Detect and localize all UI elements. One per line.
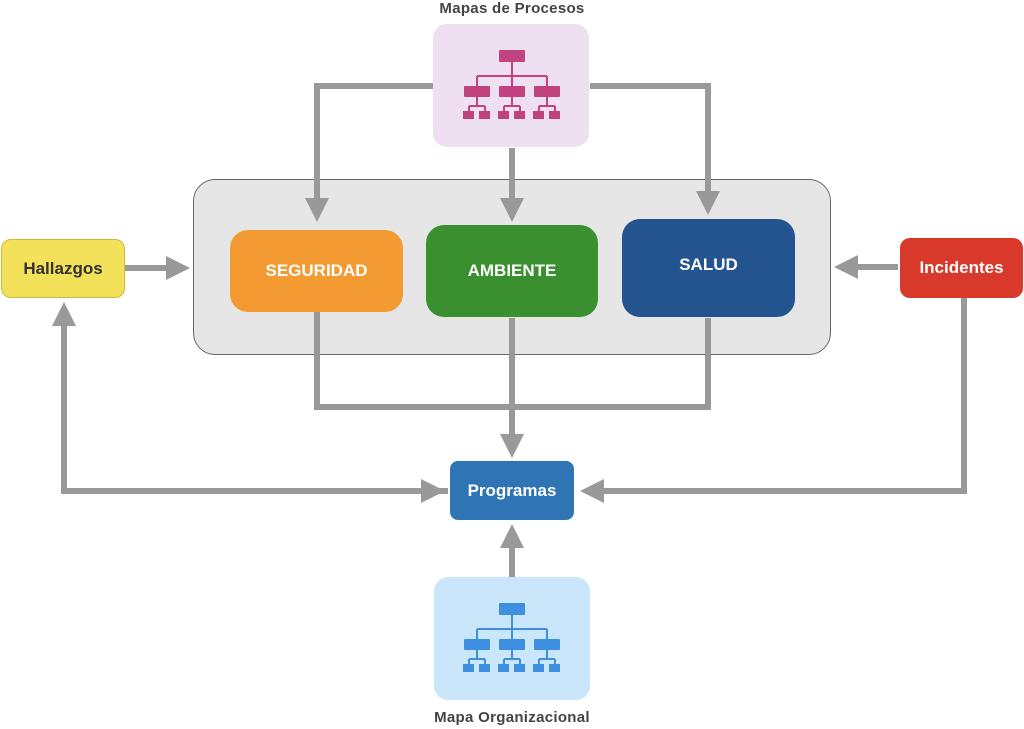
org-map-title: Mapa Organizacional	[434, 709, 590, 726]
hallazgos-box: Hallazgos	[1, 239, 125, 298]
arrow-incidentes-to-programas	[580, 298, 967, 503]
org-map-tile	[434, 577, 590, 700]
arrow-programas-to-hallazgos	[52, 302, 448, 494]
ambiente-box: AMBIENTE	[426, 225, 598, 317]
incidentes-box: Incidentes	[900, 238, 1023, 298]
incidentes-label: Incidentes	[919, 258, 1004, 277]
programas-box: Programas	[450, 461, 574, 520]
salud-label: SALUD	[679, 255, 738, 274]
salud-box: SALUD	[622, 219, 795, 317]
programas-label: Programas	[467, 480, 557, 500]
process-map-title: Mapas de Procesos	[439, 0, 585, 17]
hallazgos-label: Hallazgos	[23, 258, 103, 278]
org-chart-icon	[463, 603, 560, 672]
org-chart-icon	[463, 50, 560, 119]
seguridad-label: SEGURIDAD	[265, 261, 368, 280]
arrow-processmap-to-salud	[590, 83, 720, 215]
arrow-processmap-to-seguridad	[305, 83, 433, 222]
process-map-tile	[433, 24, 589, 147]
seguridad-box: SEGURIDAD	[230, 230, 403, 312]
ambiente-label: AMBIENTE	[467, 261, 557, 280]
